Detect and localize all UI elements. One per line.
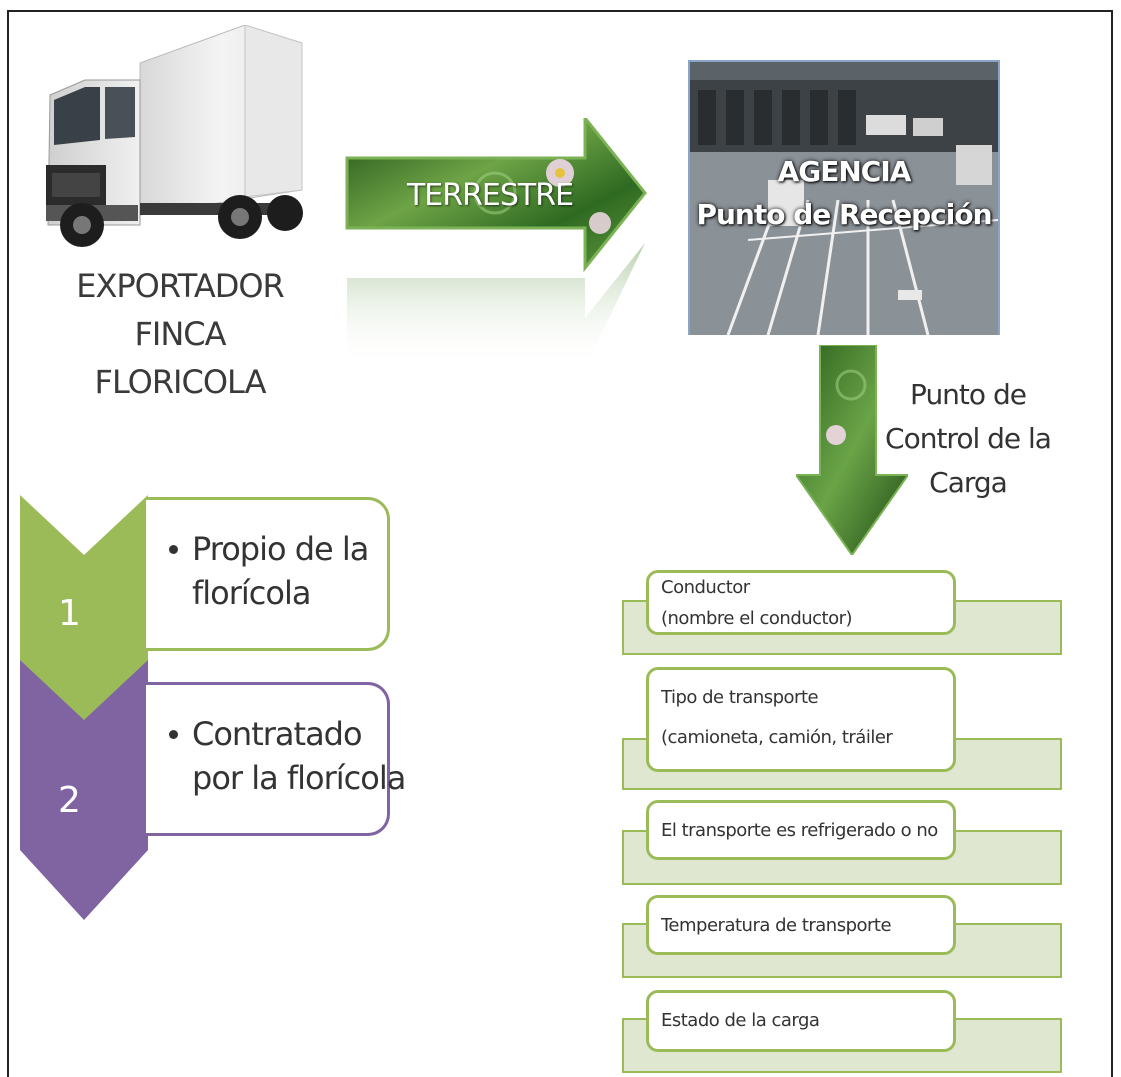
slide-frame <box>7 10 1113 1077</box>
option-2-box <box>146 682 390 836</box>
checklist-line: El transporte es refrigerado o no <box>661 820 938 841</box>
option-2-line: Contratado <box>192 715 363 753</box>
control-line: Control de la <box>885 422 1052 455</box>
option-2-line: por la florícola <box>192 759 406 797</box>
option-2-number: 2 <box>58 780 81 821</box>
option-1-line: Propio de la <box>192 530 369 568</box>
down-arrow <box>796 345 908 555</box>
checklist-card: Temperatura de transporte <box>646 895 956 955</box>
checklist-line: Estado de la carga <box>661 1010 820 1031</box>
bullet-icon <box>169 545 178 554</box>
option-1-text: Propio de la florícola <box>192 527 369 615</box>
checklist-card: Tipo de transporte (camioneta, camión, t… <box>646 667 956 772</box>
agency-subtitle: Punto de Recepción <box>696 198 992 231</box>
checklist-line: (camioneta, camión, tráiler <box>661 727 893 748</box>
control-label: Punto de Control de la Carga <box>878 373 1058 505</box>
checklist-line: Tipo de transporte <box>661 687 819 708</box>
truck-image <box>46 25 303 247</box>
checklist-card: El transporte es refrigerado o no <box>646 800 956 860</box>
right-arrow <box>345 118 647 368</box>
arrow-label: TERRESTRE <box>406 178 574 213</box>
control-line: Carga <box>929 466 1008 499</box>
checklist-card: Estado de la carga <box>646 990 956 1052</box>
exporter-line: FINCA <box>134 315 226 353</box>
bullet-icon <box>169 730 178 739</box>
control-line: Punto de <box>910 378 1027 411</box>
option-1-box <box>146 497 390 651</box>
option-2-chevron <box>20 660 148 920</box>
checklist-line: Conductor <box>661 577 750 598</box>
exporter-label: EXPORTADOR FINCA FLORICOLA <box>60 262 300 406</box>
checklist-card: Conductor (nombre el conductor) <box>646 570 956 635</box>
checklist-line: Temperatura de transporte <box>661 915 892 936</box>
exporter-line: FLORICOLA <box>94 363 267 401</box>
option-2-text: Contratado por la florícola <box>192 712 406 800</box>
agency-title: AGENCIA Punto de Recepción <box>688 150 1000 236</box>
option-1-number: 1 <box>58 593 81 634</box>
checklist-line: (nombre el conductor) <box>661 608 853 629</box>
option-1-line: florícola <box>192 574 311 612</box>
agency-name: AGENCIA <box>777 155 912 188</box>
exporter-line: EXPORTADOR <box>76 267 285 305</box>
option-1-chevron <box>20 495 148 735</box>
agency-photo <box>688 60 1000 335</box>
